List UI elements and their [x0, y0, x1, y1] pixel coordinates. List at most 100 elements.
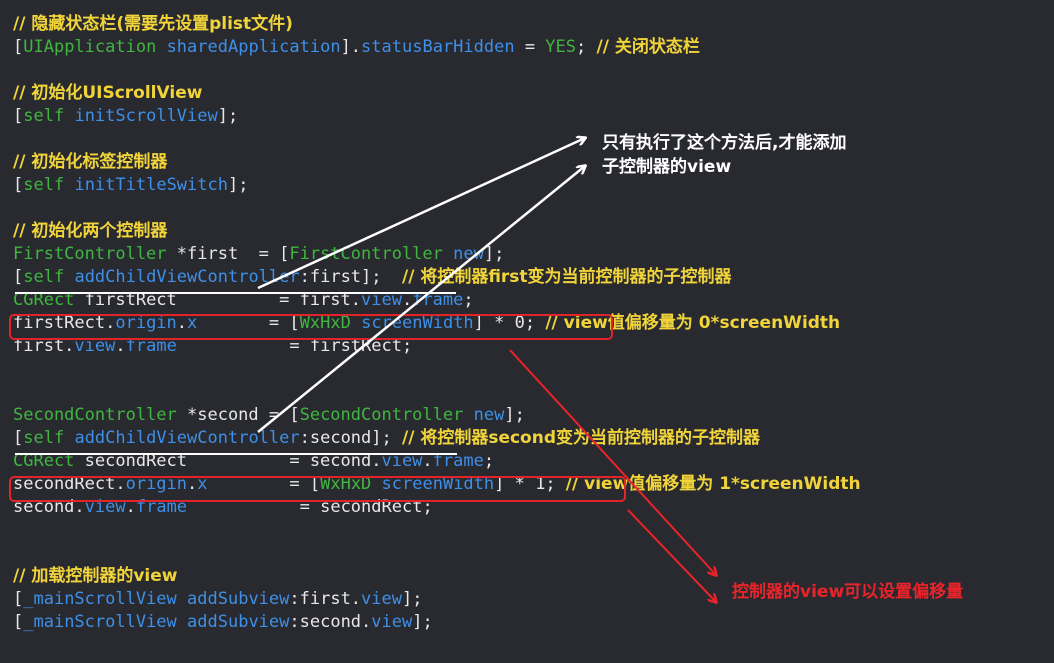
code-token-plain: [ [13, 37, 24, 57]
code-line[interactable]: // 初始化UIScrollView [13, 82, 202, 105]
code-token-comment: // 初始化UIScrollView [13, 83, 203, 103]
underline-add-child-second [15, 453, 457, 455]
code-token-prop: origin [115, 313, 177, 333]
code-line[interactable]: firstRect.origin.x = [WxHxD screenWidth]… [13, 312, 840, 335]
code-token-plain: second. [13, 497, 85, 517]
code-token-plain: ]; [412, 612, 433, 632]
code-token-plain: [ [13, 267, 24, 287]
code-line[interactable]: first.view.frame = firstRect; [13, 335, 412, 358]
code-line[interactable]: second.view.frame = secondRect; [13, 496, 433, 519]
code-line[interactable]: CGRect firstRect = first.view.frame; [13, 289, 474, 312]
code-line[interactable]: // 隐藏状态栏(需要先设置plist文件) [13, 13, 293, 36]
code-token-prop: frame [432, 451, 484, 471]
code-token-kw: self [23, 106, 65, 126]
code-line[interactable]: secondRect.origin.x = [WxHxD screenWidth… [13, 473, 861, 496]
code-token-plain: = [ [197, 313, 300, 333]
code-token-msg: _mainScrollView [23, 589, 177, 609]
code-token-type: FirstController [289, 244, 443, 264]
code-token-plain: = firstRect; [176, 336, 413, 356]
code-token-prop: x [187, 313, 198, 333]
code-line[interactable]: [self initScrollView]; [13, 105, 238, 128]
code-line[interactable]: [self initTitleSwitch]; [13, 174, 248, 197]
code-token-kw: self [23, 175, 65, 195]
code-token-prop: view [74, 336, 116, 356]
code-token-prop: frame [135, 497, 188, 517]
code-token-type: WxHxD [299, 313, 351, 333]
code-token-msg: addChildViewController [74, 267, 300, 287]
annotation-top-line1: 只有执行了这个方法后,才能添加 [602, 133, 847, 153]
code-token-prop: view [84, 497, 126, 517]
code-token-plain: secondRect = second. [74, 451, 382, 471]
code-line[interactable]: [_mainScrollView addSubview:second.view]… [13, 611, 433, 634]
code-token-plain: ]; [504, 405, 525, 425]
code-line[interactable]: [self addChildViewController:first]; // … [13, 266, 732, 289]
underline-add-child-first [15, 292, 456, 294]
code-line[interactable]: [UIApplication sharedApplication].status… [13, 36, 700, 59]
code-token-type: UIApplication [23, 37, 157, 57]
code-token-prop: x [197, 474, 208, 494]
code-line[interactable]: // 加载控制器的view [13, 565, 177, 588]
code-token-prop: view [381, 451, 423, 471]
code-token-type: FirstController [13, 244, 167, 264]
code-token-plain: ]. [340, 37, 362, 57]
code-token-plain: = [ [207, 474, 321, 494]
code-token-plain: :second. [289, 612, 372, 632]
code-token-plain: . [422, 451, 433, 471]
code-token-msg: new [473, 405, 505, 425]
code-token-plain: ]; [217, 106, 239, 126]
code-token-prop: view [361, 589, 402, 609]
code-token-plain: . [176, 313, 188, 333]
code-token-kw: self [23, 428, 65, 448]
code-token-plain: = secondRect; [187, 497, 433, 517]
code-line[interactable]: SecondController *second = [SecondContro… [13, 404, 525, 427]
code-token-plain: ] * 1; [494, 474, 566, 494]
code-token-msg: sharedApplication [166, 37, 341, 57]
code-token-msg: initScrollView [74, 106, 218, 126]
code-token-msg: addChildViewController [74, 428, 300, 448]
code-token-type: CGRect [13, 290, 75, 310]
code-token-msg: addSubview [187, 589, 290, 609]
code-token-type: WxHxD [320, 474, 372, 494]
code-token-comment: // view值偏移量为 1*screenWidth [565, 474, 861, 494]
code-token-plain: :first]; [299, 267, 402, 287]
code-token-comment: // 隐藏状态栏(需要先设置plist文件) [13, 14, 293, 34]
code-token-plain: . [125, 497, 136, 517]
code-token-comment: // 将控制器first变为当前控制器的子控制器 [401, 267, 732, 287]
code-token-plain: . [187, 474, 198, 494]
arrow-white-first [257, 138, 585, 290]
code-token-type: SecondController [299, 405, 464, 425]
arrow-red-second [627, 509, 716, 602]
code-token-plain: ]; [402, 589, 423, 609]
code-token-prop: view [361, 290, 402, 310]
code-token-comment: // view值偏移量为 0*screenWidth [545, 313, 841, 333]
code-token-plain: :second]; [299, 428, 402, 448]
code-line[interactable]: [_mainScrollView addSubview:first.view]; [13, 588, 422, 611]
code-token-plain: ; [483, 451, 495, 471]
code-token-msg: new [453, 244, 484, 264]
code-token-plain: first. [13, 336, 75, 356]
code-token-msg: screenWidth [361, 313, 474, 333]
code-line[interactable]: FirstController *first = [FirstControlle… [13, 243, 504, 266]
code-token-plain: [ [13, 428, 24, 448]
code-line[interactable]: [self addChildViewController:second]; //… [13, 427, 760, 450]
code-token-prop: view [371, 612, 413, 632]
code-token-comment: // 初始化两个控制器 [13, 221, 168, 241]
code-token-comment: // 关闭状态栏 [596, 37, 700, 57]
code-token-comment: // 加载控制器的view [13, 566, 178, 586]
code-token-plain: :first. [289, 589, 362, 609]
code-token-plain: . [115, 336, 126, 356]
code-token-plain: [ [13, 175, 24, 195]
code-line[interactable]: // 初始化标签控制器 [13, 151, 167, 174]
code-line[interactable]: // 初始化两个控制器 [13, 220, 167, 243]
code-token-plain: firstRect. [13, 313, 116, 333]
code-token-plain: secondRect. [13, 474, 126, 494]
arrow-white-second [257, 166, 585, 433]
code-token-plain: ; [463, 290, 474, 310]
code-token-msg: screenWidth [381, 474, 495, 494]
code-token-plain: ] * 0; [473, 313, 546, 333]
code-line[interactable]: CGRect secondRect = second.view.frame; [13, 450, 494, 473]
code-token-plain: ; [576, 37, 597, 57]
code-token-plain: = [514, 37, 546, 57]
